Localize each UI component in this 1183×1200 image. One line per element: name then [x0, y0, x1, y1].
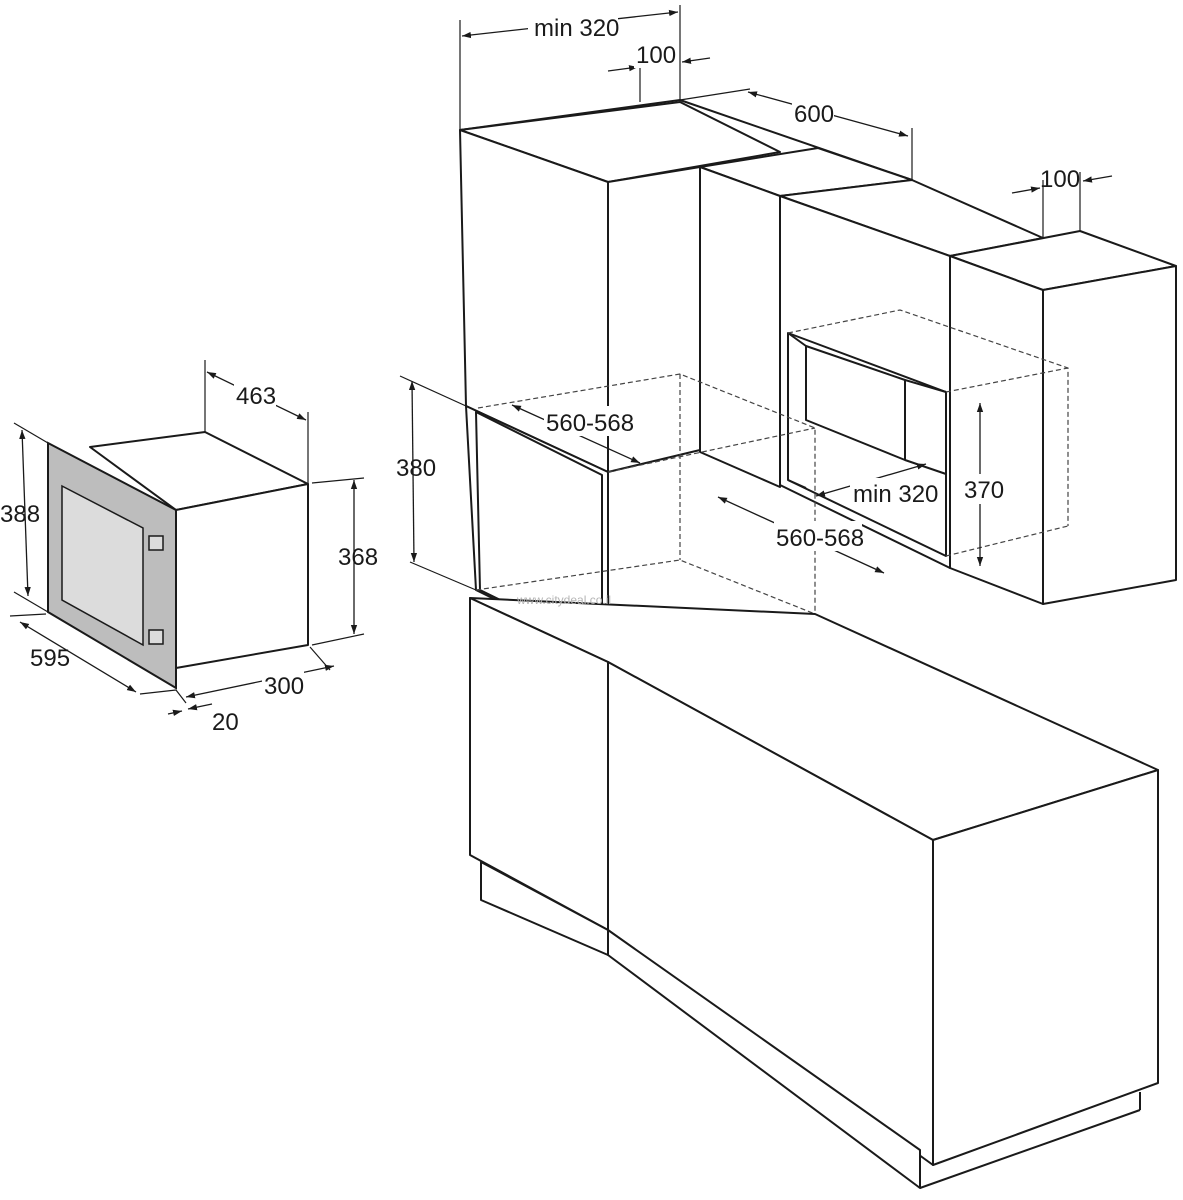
microwave — [47, 431, 309, 690]
dimension-labels: min 320 100 600 100 463 388 368 595 300 … — [0, 10, 1080, 736]
label-min-320-top: min 320 — [534, 15, 619, 42]
microwave-window — [61, 484, 144, 647]
label-560-568-right: 560-568 — [776, 525, 864, 552]
control-button-icon — [148, 629, 164, 645]
label-380: 380 — [396, 455, 436, 482]
label-370: 370 — [964, 477, 1004, 504]
control-button-icon — [148, 535, 164, 551]
label-100-top: 100 — [636, 42, 676, 69]
label-100-right: 100 — [1040, 166, 1080, 193]
label-min-320-niche: min 320 — [853, 481, 938, 508]
watermark: www.citydeal.co.il — [516, 593, 611, 607]
kitchen-cabinets — [459, 99, 1177, 1189]
label-560-568-left: 560-568 — [546, 410, 634, 437]
label-368: 368 — [338, 544, 378, 571]
label-300: 300 — [264, 673, 304, 700]
label-388: 388 — [0, 501, 40, 528]
label-600: 600 — [794, 101, 834, 128]
label-595: 595 — [30, 645, 70, 672]
label-20: 20 — [212, 709, 239, 736]
label-463: 463 — [236, 383, 276, 410]
